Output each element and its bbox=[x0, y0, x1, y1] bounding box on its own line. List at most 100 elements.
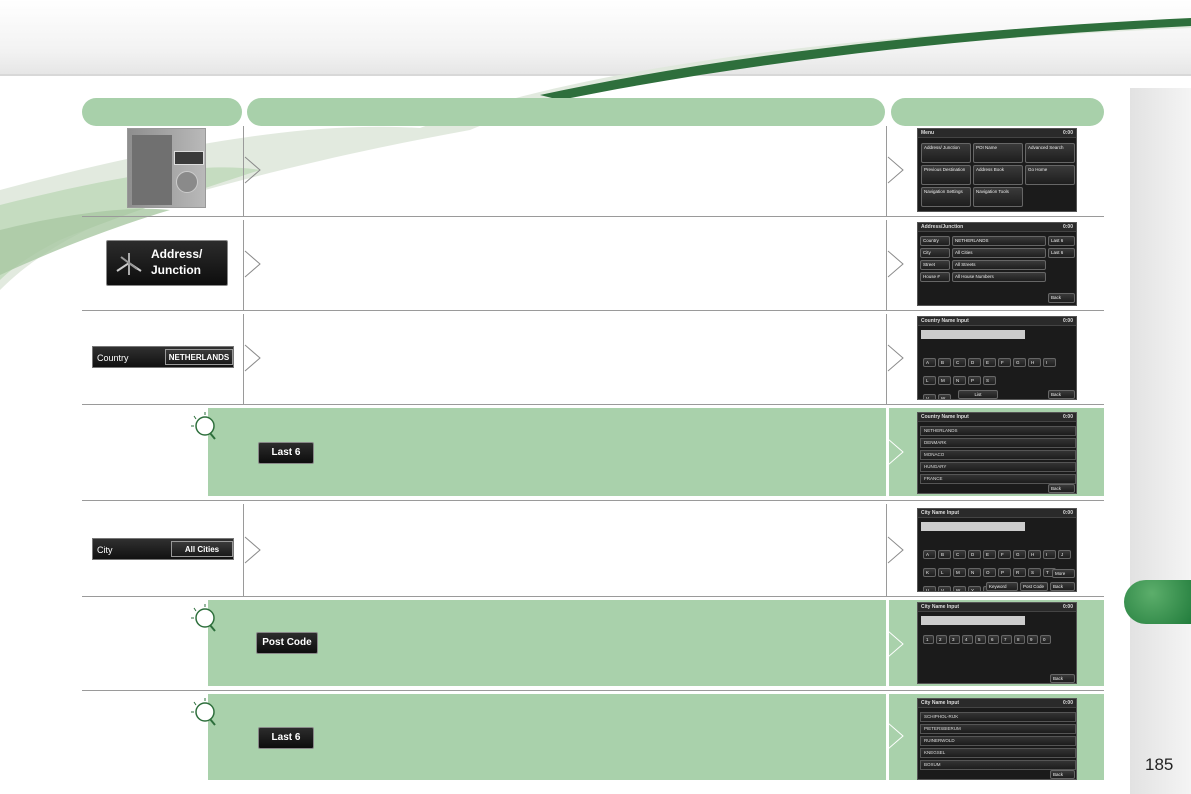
screen-list-item: NETHERLANDS bbox=[920, 426, 1076, 436]
screen-postcode-button: Post Code bbox=[1020, 582, 1048, 591]
address-junction-line2: Junction bbox=[151, 263, 201, 277]
column-divider bbox=[243, 504, 244, 596]
right-sidebar bbox=[1130, 88, 1191, 794]
screen-back-button: Back bbox=[1050, 770, 1075, 779]
chevron-right-icon bbox=[244, 536, 261, 564]
screen-list-item: SCHIPHOL-RIJK bbox=[920, 712, 1076, 722]
tip-separator bbox=[886, 408, 889, 496]
screen-item: Address Book bbox=[973, 165, 1023, 185]
screen-value: All Cities bbox=[952, 248, 1046, 258]
column-divider bbox=[243, 126, 244, 216]
tip-separator bbox=[886, 600, 889, 686]
screen-input-box bbox=[921, 616, 1025, 625]
screen-back-button: Back bbox=[1048, 484, 1075, 493]
chevron-right-icon bbox=[887, 536, 904, 564]
row-divider bbox=[82, 216, 1104, 217]
screen-back-button: Back bbox=[1048, 293, 1075, 303]
row-divider bbox=[82, 500, 1104, 501]
screen-back-button: Back bbox=[1050, 582, 1075, 591]
screen-item: Go Home bbox=[1025, 165, 1075, 185]
screen-value: NETHERLANDS bbox=[952, 236, 1046, 246]
screen-item: Advanced Search bbox=[1025, 143, 1075, 163]
screen-item: Address/ Junction bbox=[921, 143, 971, 163]
row-divider bbox=[82, 404, 1104, 405]
row-divider bbox=[82, 596, 1104, 597]
chevron-right-icon bbox=[887, 630, 904, 658]
city-field-label: City bbox=[97, 545, 113, 555]
dial-knob bbox=[176, 171, 198, 193]
chapter-tab bbox=[1124, 580, 1191, 624]
screen-value: All Streets bbox=[952, 260, 1046, 270]
screen-keyword-button: Keyword bbox=[986, 582, 1018, 591]
column-divider bbox=[886, 220, 887, 310]
device-photo bbox=[127, 128, 206, 208]
chevron-right-icon bbox=[244, 156, 261, 184]
chevron-right-icon bbox=[887, 722, 904, 750]
screen-list-button: List bbox=[958, 390, 998, 399]
screen-more-button: More bbox=[1052, 569, 1075, 578]
screen-item: Previous Destination bbox=[921, 165, 971, 185]
screen-back-button: Back bbox=[1050, 674, 1075, 683]
chevron-right-icon bbox=[887, 156, 904, 184]
screen-value: All House Numbers bbox=[952, 272, 1046, 282]
menu-hardware-button bbox=[174, 151, 204, 165]
tip-separator bbox=[886, 694, 889, 780]
address-junction-line1: Address/ bbox=[151, 247, 203, 261]
country-field-image: Country NETHERLANDS bbox=[92, 346, 234, 368]
column-divider bbox=[886, 314, 887, 404]
screen-side-button: Last 6 bbox=[1048, 248, 1075, 258]
post-code-button-image: Post Code bbox=[256, 632, 318, 654]
screen-list-item: DENMARK bbox=[920, 438, 1076, 448]
row-divider bbox=[82, 310, 1104, 311]
screen-label: City bbox=[920, 248, 950, 258]
country-field-label: Country bbox=[97, 353, 129, 363]
header-pill-right bbox=[891, 98, 1104, 126]
screen-label: Country bbox=[920, 236, 950, 246]
top-band bbox=[0, 0, 1191, 76]
screen-item: POI Name bbox=[973, 143, 1023, 163]
screen-item: Navigation Tools bbox=[973, 187, 1023, 207]
column-divider bbox=[886, 126, 887, 216]
address-junction-icon bbox=[116, 253, 142, 275]
screen-input-box bbox=[921, 330, 1025, 339]
screen-input-box bbox=[921, 522, 1025, 531]
lightbulb-icon bbox=[191, 412, 216, 440]
screen-label: Street bbox=[920, 260, 950, 270]
screen-back-button: Back bbox=[1048, 390, 1075, 399]
header-pill-left bbox=[82, 98, 242, 126]
screen-list-item: PIETERSBIERUM bbox=[920, 724, 1076, 734]
chevron-right-icon bbox=[244, 344, 261, 372]
chevron-right-icon bbox=[887, 250, 904, 278]
city-field-image: City All Cities bbox=[92, 538, 234, 560]
last-6-button-image: Last 6 bbox=[258, 727, 314, 749]
country-field-value: NETHERLANDS bbox=[165, 349, 233, 365]
screen-side-button: Last 6 bbox=[1048, 236, 1075, 246]
column-divider bbox=[243, 314, 244, 404]
header-pill-middle bbox=[247, 98, 885, 126]
screen-list-item: MONACO bbox=[920, 450, 1076, 460]
screen-list-item: BOXUM bbox=[920, 760, 1076, 770]
chevron-right-icon bbox=[887, 438, 904, 466]
screen-list-item: RUINERWOLD bbox=[920, 736, 1076, 746]
screen-list-item: HUNGARY bbox=[920, 462, 1076, 472]
page-number: 185 bbox=[1145, 755, 1174, 774]
city-field-value: All Cities bbox=[171, 541, 233, 557]
chevron-right-icon bbox=[887, 344, 904, 372]
chevron-right-icon bbox=[244, 250, 261, 278]
